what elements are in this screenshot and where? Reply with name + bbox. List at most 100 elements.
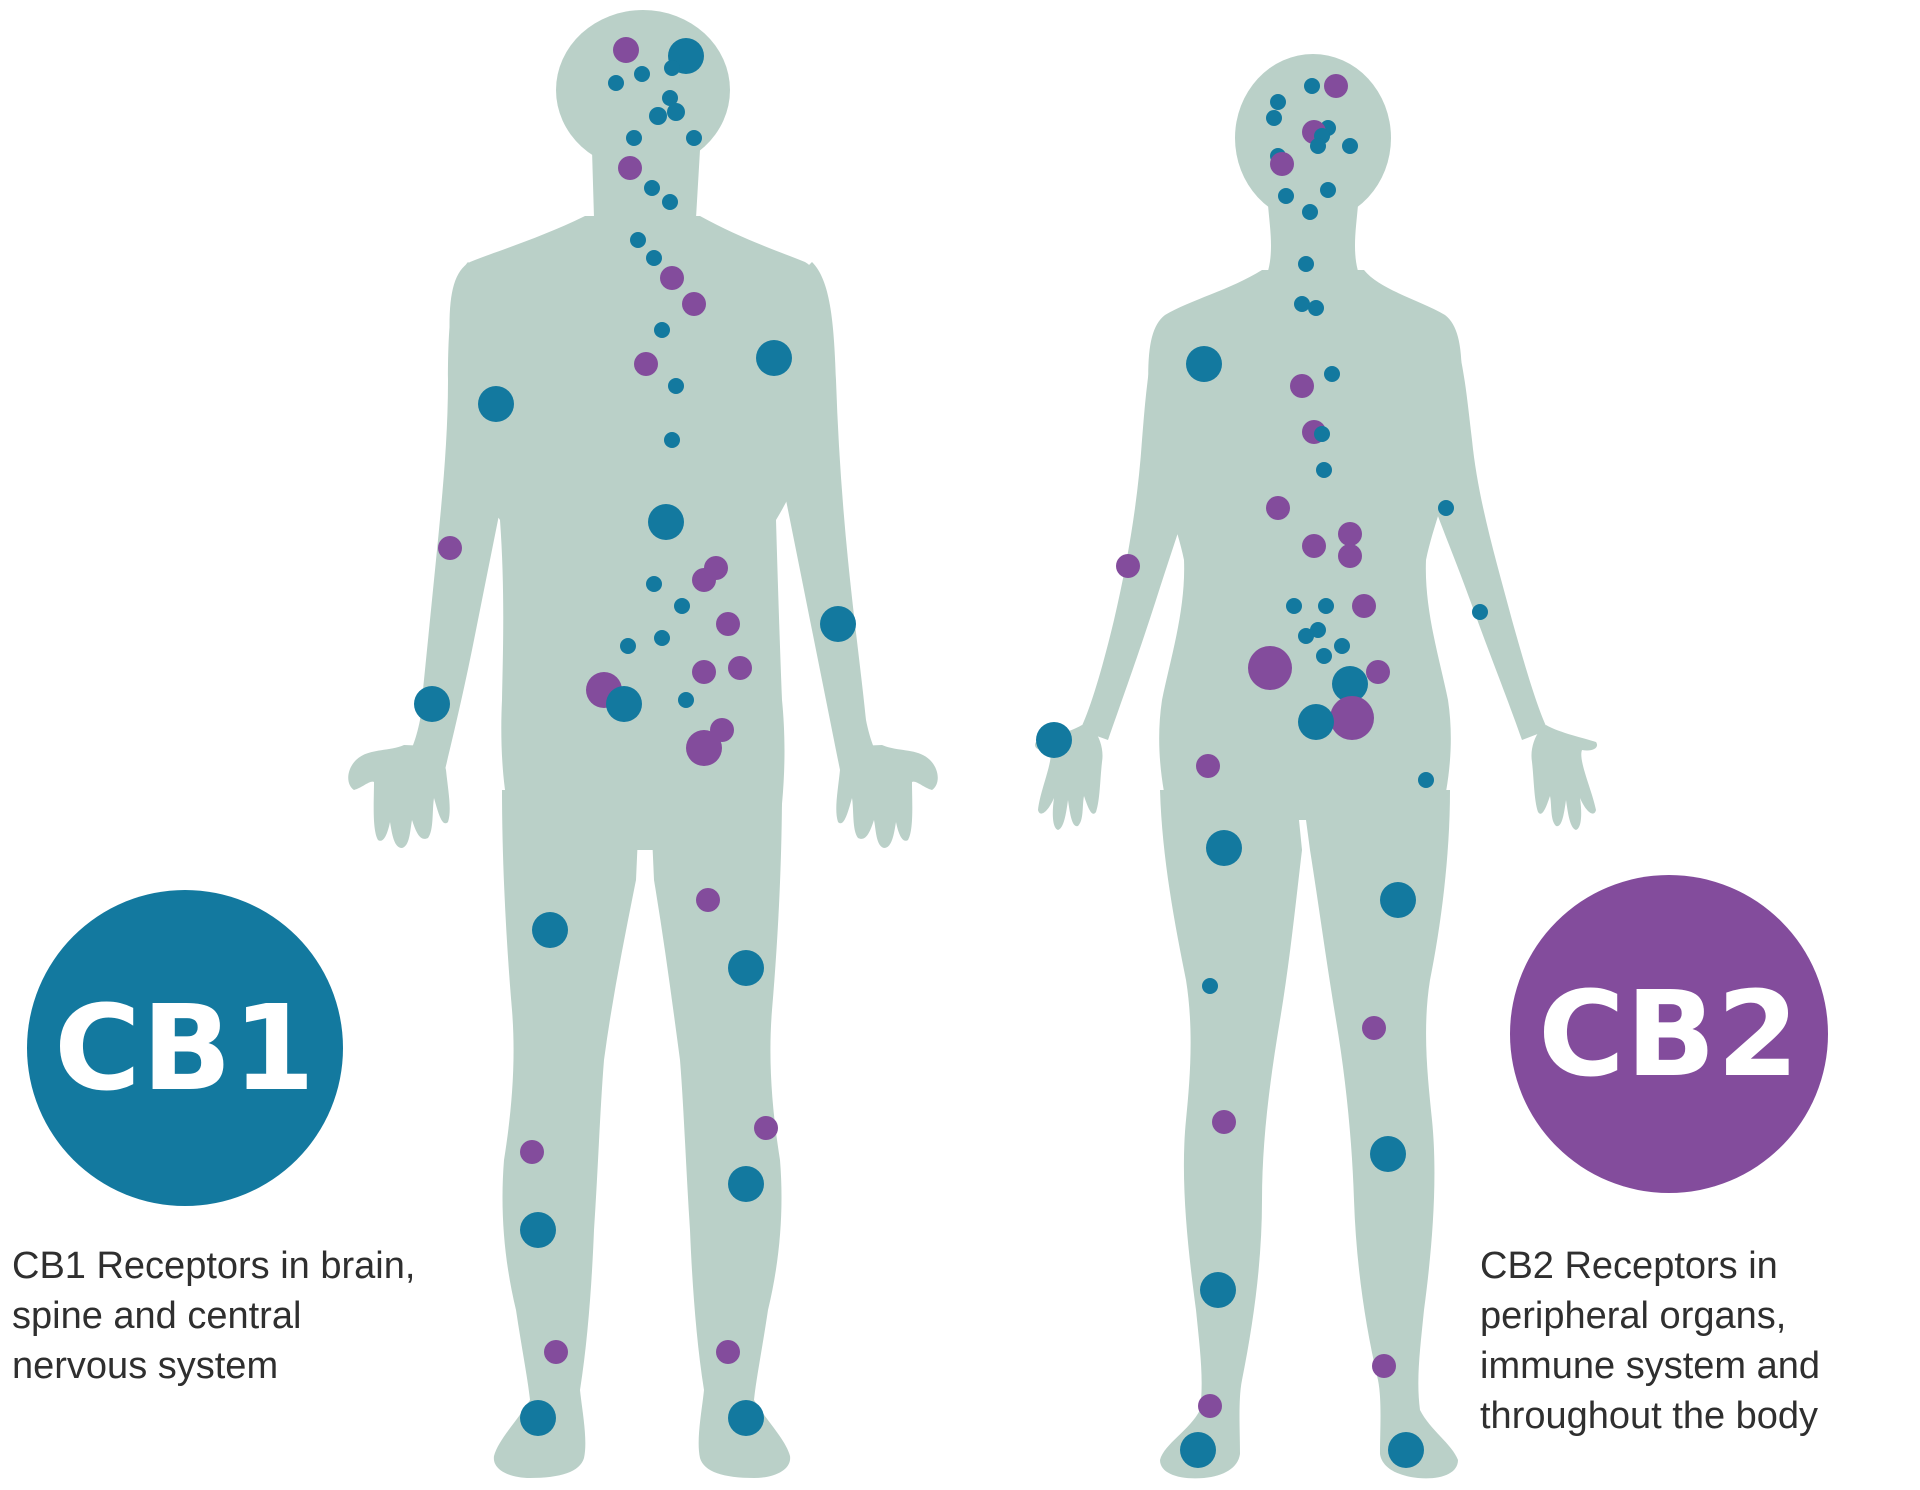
cb1-receptor-dot: [1316, 462, 1332, 478]
cb1-receptor-dot: [1472, 604, 1488, 620]
male-right-hand: [836, 745, 938, 848]
cb1-receptor-dot: [644, 180, 660, 196]
cb1-receptor-dot: [654, 630, 670, 646]
receptor-dots: [414, 37, 1488, 1468]
cb1-receptor-dot: [1266, 110, 1282, 126]
male-head: [556, 10, 730, 170]
cb1-receptor-dot: [1310, 138, 1326, 154]
cb1-receptor-dot: [1388, 1432, 1424, 1468]
cb1-receptor-dot: [646, 576, 662, 592]
cb1-receptor-dot: [532, 912, 568, 948]
cb2-receptor-dot: [1352, 594, 1376, 618]
cb2-receptor-dot: [618, 156, 642, 180]
cb1-receptor-dot: [1380, 882, 1416, 918]
cb2-receptor-dot: [1248, 646, 1292, 690]
cb1-receptor-dot: [608, 75, 624, 91]
cb1-receptor-dot: [1286, 598, 1302, 614]
cb2-receptor-dot: [1270, 152, 1294, 176]
cb1-caption-line: nervous system: [12, 1345, 279, 1387]
cb1-receptor-dot: [664, 432, 680, 448]
cb1-caption-line: CB1 Receptors in brain,: [12, 1245, 416, 1287]
cb1-receptor-dot: [668, 378, 684, 394]
cb1-badge: CB1: [27, 890, 343, 1206]
male-right-arm: [768, 262, 882, 770]
cb1-receptor-dot: [1334, 638, 1350, 654]
cb2-receptor-dot: [1116, 554, 1140, 578]
cb2-receptor-dot: [1198, 1394, 1222, 1418]
cb2-receptor-dot: [728, 656, 752, 680]
cb2-receptor-dot: [1196, 754, 1220, 778]
cb2-receptor-dot: [692, 660, 716, 684]
cb2-receptor-dot: [1372, 1354, 1396, 1378]
female-right-hand: [1531, 725, 1598, 830]
cb1-receptor-dot: [1186, 346, 1222, 382]
cb1-receptor-dot: [626, 130, 642, 146]
cb2-receptor-dot: [1338, 522, 1362, 546]
cb2-receptor-dot: [1290, 374, 1314, 398]
cb2-receptor-dot: [716, 1340, 740, 1364]
cb2-receptor-dot: [692, 568, 716, 592]
cb1-receptor-dot: [620, 638, 636, 654]
cb1-receptor-dot: [678, 692, 694, 708]
cb1-receptor-dot: [1206, 830, 1242, 866]
cb1-receptor-dot: [649, 107, 667, 125]
female-left-leg: [1160, 790, 1302, 1479]
cb1-receptor-dot: [728, 950, 764, 986]
cb2-receptor-dot: [520, 1140, 544, 1164]
cb1-receptor-dot: [686, 130, 702, 146]
cb1-receptor-dot: [728, 1400, 764, 1436]
cb1-receptor-dot: [1298, 256, 1314, 272]
female-neck: [1262, 205, 1364, 285]
cb1-receptor-dot: [1200, 1272, 1236, 1308]
cb1-receptor-dot: [664, 60, 680, 76]
cb1-receptor-dot: [1438, 500, 1454, 516]
cb2-caption-line: throughout the body: [1480, 1395, 1819, 1437]
cb2-receptor-dot: [1266, 496, 1290, 520]
cb1-receptor-dot: [1278, 188, 1294, 204]
female-right-arm: [1424, 316, 1548, 740]
cb1-receptor-dot: [662, 90, 678, 106]
cb1-receptor-dot: [1370, 1136, 1406, 1172]
cb1-receptor-dot: [520, 1212, 556, 1248]
cb2-receptor-dot: [686, 730, 722, 766]
cb2-caption-line: peripheral organs,: [1480, 1295, 1787, 1337]
cb1-receptor-dot: [520, 1400, 556, 1436]
cb2-receptor-dot: [716, 612, 740, 636]
cb1-receptor-dot: [634, 66, 650, 82]
cb1-receptor-dot: [630, 232, 646, 248]
cb1-receptor-dot: [1298, 704, 1334, 740]
cb1-receptor-dot: [1270, 94, 1286, 110]
cb2-badge-label: CB2: [1538, 965, 1800, 1103]
cb1-caption-line: spine and central: [12, 1295, 302, 1337]
cb2-receptor-dot: [1366, 660, 1390, 684]
cb1-receptor-dot: [1418, 772, 1434, 788]
cb1-receptor-dot: [478, 386, 514, 422]
female-right-leg: [1302, 790, 1458, 1479]
cb1-receptor-dot: [1318, 598, 1334, 614]
cb2-receptor-dot: [660, 266, 684, 290]
cb2-receptor-dot: [1212, 1110, 1236, 1134]
cb1-receptor-dot: [820, 606, 856, 642]
cb1-receptor-dot: [728, 1166, 764, 1202]
cb2-receptor-dot: [1330, 696, 1374, 740]
cb2-caption: CB2 Receptors in peripheral organs, immu…: [1480, 1241, 1920, 1441]
cb2-receptor-dot: [438, 536, 462, 560]
cb2-caption-line: immune system and: [1480, 1345, 1821, 1387]
cb2-receptor-dot: [1302, 534, 1326, 558]
cb2-receptor-dot: [634, 352, 658, 376]
cb1-receptor-dot: [414, 686, 450, 722]
cb1-caption: CB1 Receptors in brain, spine and centra…: [12, 1241, 482, 1391]
cb1-receptor-dot: [1342, 138, 1358, 154]
cb1-receptor-dot: [1324, 366, 1340, 382]
cb1-receptor-dot: [1294, 296, 1310, 312]
cb1-receptor-dot: [1308, 300, 1324, 316]
cb1-receptor-dot: [674, 598, 690, 614]
cb1-receptor-dot: [1302, 204, 1318, 220]
cb1-receptor-dot: [1320, 182, 1336, 198]
cb2-receptor-dot: [613, 37, 639, 63]
male-torso: [449, 216, 827, 850]
male-left-hand: [348, 745, 450, 848]
cb2-receptor-dot: [1362, 1016, 1386, 1040]
cb1-receptor-dot: [662, 194, 678, 210]
